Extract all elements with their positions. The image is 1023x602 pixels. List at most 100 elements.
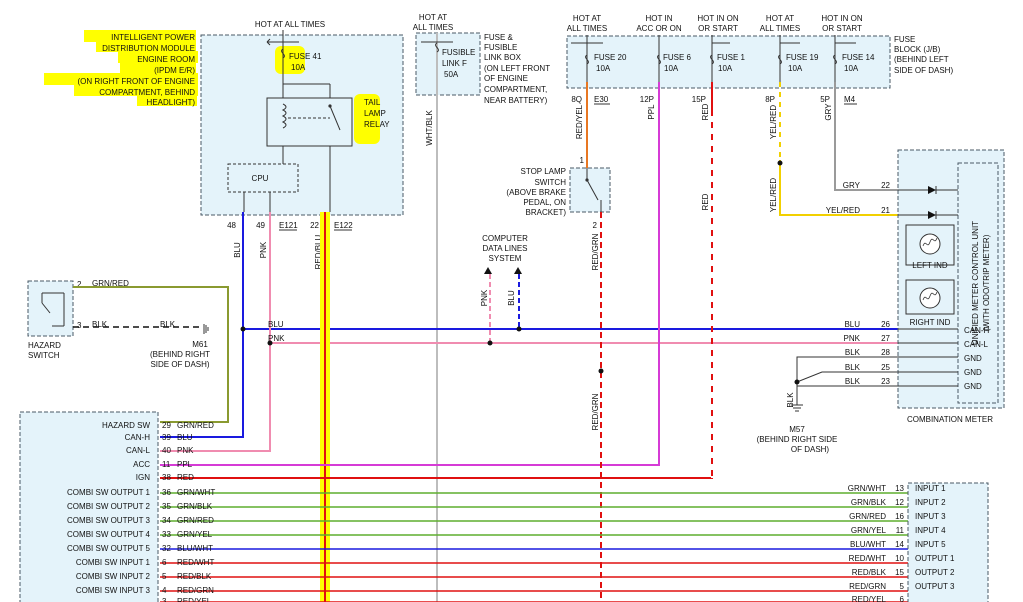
fuse-14-name: FUSE 14: [842, 53, 875, 62]
connector-e121: E121: [279, 221, 298, 230]
hazard-wire-blk: BLK: [92, 320, 108, 329]
combi-switch-pin: 13: [895, 484, 904, 493]
tail-lamp-relay: [266, 97, 353, 147]
left-ind-lamp-icon: [919, 233, 941, 255]
ground-m57-2: (BEHIND RIGHT SIDE: [757, 435, 838, 444]
fuse-6-amp: 10A: [664, 64, 679, 73]
left-module-row-label: CAN-L: [126, 446, 151, 455]
ipdm-title-1: INTELLIGENT POWER: [111, 33, 195, 42]
relay-switch: [329, 105, 341, 131]
fb-hot-3a: HOT IN ON: [697, 14, 738, 23]
combi-switch-pin: 6: [900, 595, 905, 602]
wire-label-yel-red-2: YEL/RED: [769, 178, 778, 212]
fuse-block-label-3: (BEHIND LEFT: [894, 55, 949, 64]
stop-lamp-switch: 1 2 STOP LAMP SWITCH (ABOVE BRAKE PEDAL,…: [506, 156, 611, 430]
combi-switch-wire-label: GRN/BLK: [851, 498, 887, 507]
combo-meter-title: COMBINATION METER: [907, 415, 993, 424]
wire-blu-can-h: [160, 212, 244, 438]
left-ind-frame: [905, 224, 955, 266]
left-module-wire-label: PPL: [177, 460, 193, 469]
left-module-pin: 5: [162, 572, 167, 581]
left-module-pin: 38: [162, 473, 171, 482]
splice-dots: [240, 160, 800, 385]
wires: [73, 82, 908, 602]
ipdm-title-5: (ON RIGHT FRONT OF ENGINE: [78, 77, 195, 86]
fuse-block-label-4: SIDE OF DASH): [894, 66, 953, 75]
meter-wire-yel-red: YEL/RED: [826, 206, 860, 215]
fuse-14-amp: 10A: [844, 64, 859, 73]
meter-pin-27: 27: [881, 334, 890, 343]
left-module-row-label: COMBI SW OUTPUT 3: [67, 516, 151, 525]
meter-pin-26: 26: [881, 320, 890, 329]
ground-m61-2: (BEHIND RIGHT: [150, 350, 210, 359]
left-module-wire-label: PNK: [177, 446, 194, 455]
fuse-1-name: FUSE 1: [717, 53, 746, 62]
ipdm-title-4: (IPDM E/R): [154, 66, 195, 75]
right-ind-label: RIGHT IND: [910, 318, 951, 327]
fusible-hot-2: ALL TIMES: [413, 23, 453, 32]
left-module-pin: 40: [162, 446, 171, 455]
fuse-19-symbol: [778, 54, 782, 65]
hazard-pin-3: 3: [77, 321, 82, 330]
data-lines-label-3: SYSTEM: [489, 254, 522, 263]
left-module-row-label: ACC: [133, 460, 150, 469]
left-module-pin: 4: [162, 586, 167, 595]
ipdm-pin-22: 22: [310, 221, 319, 230]
ipdm-title-6: COMPARTMENT, BEHIND: [99, 88, 195, 97]
left-module-pin: 32: [162, 544, 171, 553]
fuse-6-name: FUSE 6: [663, 53, 692, 62]
combi-switch-pin: 14: [895, 540, 904, 549]
hazard-pin-2: 2: [77, 280, 82, 289]
combi-switch-wire-label: GRN/YEL: [851, 526, 887, 535]
highlight: [44, 73, 198, 85]
ground-m57-3: OF DASH): [791, 445, 830, 454]
left-module-pin: 33: [162, 530, 171, 539]
fuse-box-line-5: OF ENGINE: [484, 74, 528, 83]
fuse-box-line-2: FUSIBLE: [484, 43, 517, 52]
wire-label-red-2: RED: [701, 193, 710, 210]
left-module-row-label: COMBI SW OUTPUT 1: [67, 488, 151, 497]
stop-lamp-pin-1: 1: [580, 156, 585, 165]
stop-lamp-label-4: PEDAL, ON: [523, 198, 566, 207]
wire-label-red: RED: [701, 103, 710, 120]
combo-meter-rect: [897, 149, 1005, 409]
left-module-pin: 6: [162, 558, 167, 567]
combi-switch-rect: [907, 482, 989, 602]
left-module-pin: 11: [162, 460, 171, 469]
highlight: [118, 51, 198, 63]
meter-wire-pnk: PNK: [844, 334, 861, 343]
ground-m61-3: SIDE OF DASH): [150, 360, 209, 369]
stop-lamp-label-2: SWITCH: [534, 178, 566, 187]
combi-switch-row-label: OUTPUT 2: [915, 568, 955, 577]
fuse-block: HOT AT ALL TIMES HOT IN ACC OR ON HOT IN…: [566, 14, 953, 212]
highlight: [354, 94, 380, 144]
ground-m61-icon: [203, 324, 209, 334]
combi-switch-wire-label: RED/YEL: [852, 595, 887, 602]
hazard-contact: [41, 302, 51, 314]
data-arrow-pnk: [484, 267, 492, 274]
fuse-14-symbol: [833, 54, 837, 65]
fusible-link-rect: [415, 32, 481, 96]
relay-label-2: LAMP: [364, 109, 386, 118]
wire-grn-red-hazard: [73, 286, 229, 423]
stop-lamp-label-1: STOP LAMP: [521, 167, 567, 176]
fuse-box-line-6: COMPARTMENT,: [484, 85, 547, 94]
meter-unit-rect: [957, 162, 999, 404]
wire-label-pnk: PNK: [259, 241, 268, 258]
relay-label-1: TAIL: [364, 98, 381, 107]
fuse-1-symbol: [710, 54, 714, 65]
left-module-pin: 29: [162, 421, 171, 430]
meter-can-l: CAN-L: [964, 340, 989, 349]
diode-gry: [898, 186, 958, 194]
stop-lamp-label-5: BRACKET): [526, 208, 567, 217]
meter-wire-blk-25: BLK: [845, 363, 861, 372]
wire-label-red-yel: RED/YEL: [575, 104, 584, 139]
fuse-6-symbol: [657, 54, 661, 65]
fuse-1-amp: 10A: [718, 64, 733, 73]
combi-switch-row-label: INPUT 3: [915, 512, 946, 521]
left-module-pin: 36: [162, 488, 171, 497]
wire-ppl-acc: [160, 82, 660, 466]
left-module-wire-label: RED: [177, 473, 194, 482]
highlight: [120, 62, 196, 74]
